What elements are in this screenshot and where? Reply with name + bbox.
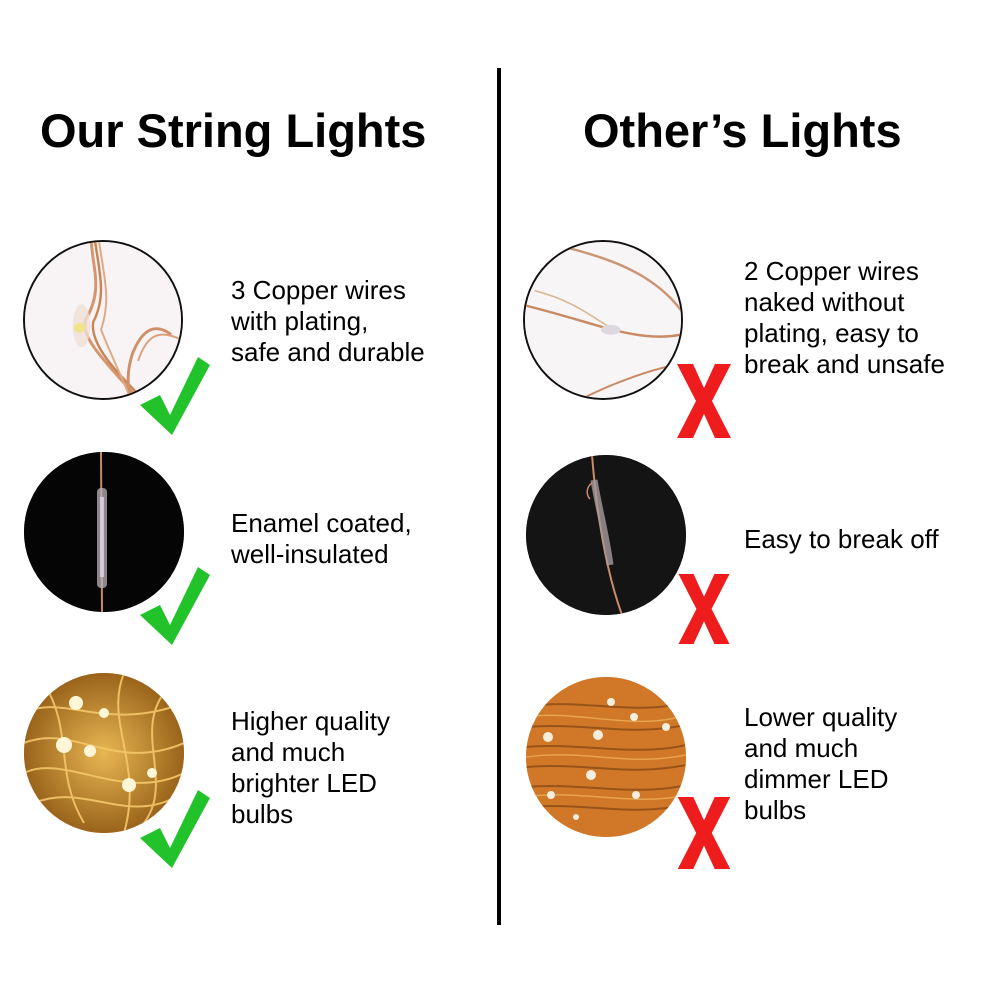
left-item-2-description: Enamel coated, well-insulated [231,508,412,570]
right-item-1-description: 2 Copper wires naked without plating, ea… [744,256,945,380]
description-line: dimmer LED [744,764,889,794]
description-line: bulbs [231,799,294,829]
copper-wires-plated-illustration [25,242,181,398]
check-icon [140,567,210,645]
copper-wires-plated-image [23,240,183,400]
bright-led-bulbs-image [24,673,184,833]
description-line: bulbs [744,795,807,825]
bare-copper-wires-image [523,240,683,400]
right-item-2-description: Easy to break off [744,524,939,555]
description-line: Higher quality [231,706,390,736]
enamel-coated-joint-illustration [24,452,184,612]
right-item-3-description: Lower quality and much dimmer LED bulbs [744,702,897,826]
description-line: plating, easy to [744,318,919,348]
description-line: brighter LED [231,768,377,798]
description-line: break and unsafe [744,349,945,379]
left-item-1-description: 3 Copper wires with plating, safe and du… [231,275,425,368]
description-line: Enamel coated, [231,508,412,538]
check-icon [140,790,210,868]
description-line: 2 Copper wires [744,256,919,286]
description-line: and much [744,733,859,763]
bare-copper-wires-illustration [525,242,681,398]
cross-icon [677,364,731,438]
description-line: well-insulated [231,539,389,569]
description-line: safe and durable [231,337,425,367]
description-line: 3 Copper wires [231,275,406,305]
cross-icon [678,574,730,644]
weak-joint-image [526,455,686,615]
enamel-coated-joint-image [24,452,184,612]
dim-led-bulbs-illustration [526,677,686,837]
weak-joint-illustration [526,455,686,615]
left-item-3-description: Higher quality and much brighter LED bul… [231,706,390,830]
bright-led-bulbs-illustration [24,673,184,833]
left-heading: Our String Lights [40,104,427,157]
description-line: Easy to break off [744,524,939,554]
description-line: naked without [744,287,905,317]
description-line: Lower quality [744,702,898,732]
right-heading: Other’s Lights [583,104,902,157]
description-line: with plating, [231,306,369,336]
description-line: and much [231,737,346,767]
column-divider [497,68,501,925]
cross-icon [677,797,731,869]
dim-led-bulbs-image [526,677,686,837]
check-icon [140,357,210,435]
